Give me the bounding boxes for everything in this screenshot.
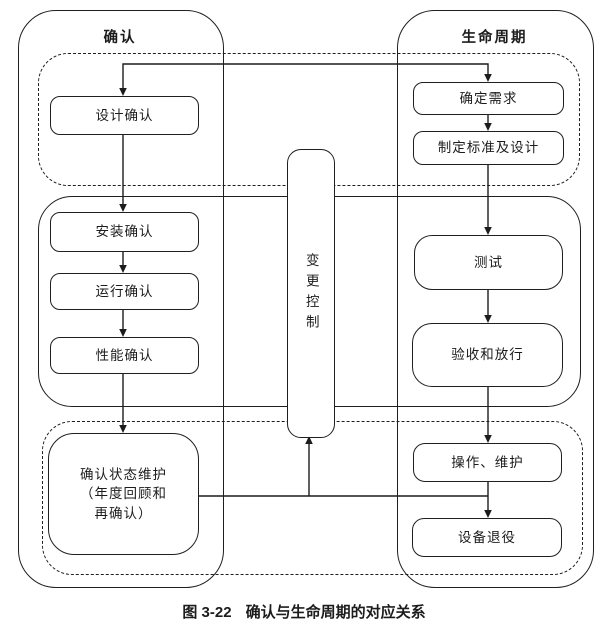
qualification-container	[18, 10, 224, 588]
operation-maintenance-box: 操作、维护	[413, 443, 562, 482]
performance-qualification-box: 性能确认	[50, 337, 199, 374]
installation-qualification-box: 安装确认	[50, 212, 199, 252]
maintenance-line-2: （年度回顾和	[80, 486, 167, 502]
maintenance-line-3: 再确认）	[94, 505, 153, 521]
figure-number: 图 3-22	[182, 604, 232, 621]
lifecycle-title: 生命周期	[461, 30, 528, 46]
figure-caption: 图 3-22 确认与生命周期的对应关系	[0, 601, 608, 622]
figure-title: 确认与生命周期的对应关系	[245, 604, 426, 621]
define-requirements-box: 确定需求	[413, 82, 564, 115]
maintenance-line-1: 确认状态维护	[80, 466, 167, 482]
change-control-box: 变更控制	[287, 149, 335, 438]
design-qualification-box: 设计确认	[50, 96, 199, 135]
qualification-maintenance-box: 确认状态维护 （年度回顾和 再确认）	[48, 433, 199, 555]
lifecycle-container	[397, 10, 594, 588]
set-standards-design-box: 制定标准及设计	[413, 131, 564, 165]
operation-qualification-box: 运行确认	[50, 273, 199, 310]
acceptance-release-box: 验收和放行	[412, 323, 563, 387]
equipment-retirement-box: 设备退役	[412, 518, 562, 557]
qualification-title: 确认	[103, 30, 137, 46]
testing-box: 测试	[414, 235, 563, 290]
